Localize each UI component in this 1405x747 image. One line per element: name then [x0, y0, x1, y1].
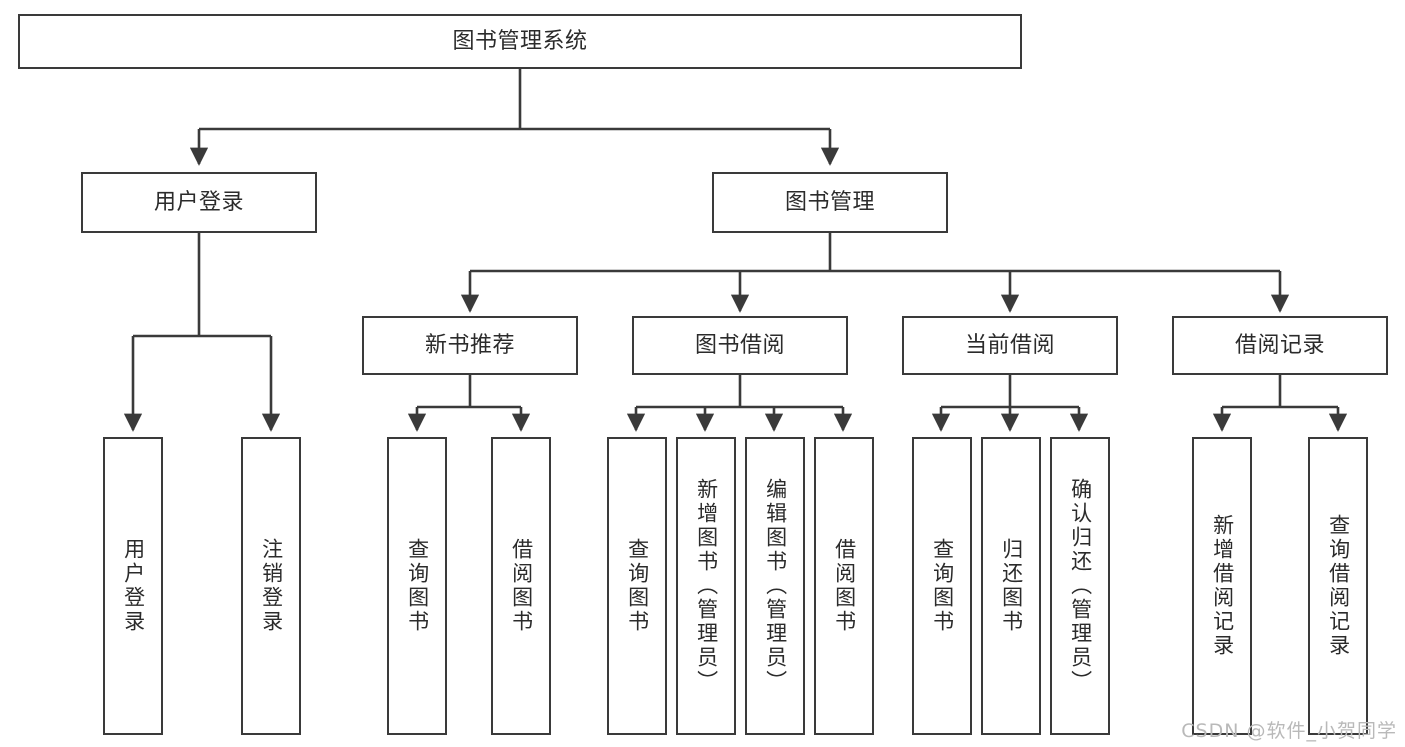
node-new-book-recommend[interactable]: 新书推荐	[362, 316, 578, 375]
node-label: 编辑图书（管理员）	[763, 478, 788, 694]
node-label: 图书借阅	[694, 332, 785, 358]
leaf-user-login[interactable]: 用户登录	[103, 437, 163, 735]
node-label: 查询图书	[405, 538, 430, 634]
node-label: 确认归还（管理员）	[1068, 478, 1093, 694]
leaf-logout[interactable]: 注销登录	[241, 437, 301, 735]
node-label: 查询借阅记录	[1326, 514, 1351, 658]
leaf-return-book[interactable]: 归还图书	[981, 437, 1041, 735]
leaf-add-borrow-record[interactable]: 新增借阅记录	[1192, 437, 1252, 735]
node-label: 图书管理系统	[452, 28, 588, 54]
leaf-edit-book-admin[interactable]: 编辑图书（管理员）	[745, 437, 805, 735]
node-label: 查询图书	[930, 538, 955, 634]
node-label: 借阅图书	[509, 538, 534, 634]
node-user-login[interactable]: 用户登录	[81, 172, 317, 233]
node-label: 归还图书	[999, 538, 1024, 634]
leaf-borrow-book-recommend[interactable]: 借阅图书	[491, 437, 551, 735]
node-book-borrow[interactable]: 图书借阅	[632, 316, 848, 375]
node-label: 图书管理	[784, 189, 875, 215]
node-label: 注销登录	[259, 538, 284, 634]
node-book-management[interactable]: 图书管理	[712, 172, 948, 233]
node-label: 查询图书	[625, 538, 650, 634]
node-root-system[interactable]: 图书管理系统	[18, 14, 1022, 69]
node-label: 用户登录	[153, 189, 244, 215]
leaf-borrow-book[interactable]: 借阅图书	[814, 437, 874, 735]
leaf-query-book-borrow[interactable]: 查询图书	[607, 437, 667, 735]
node-label: 借阅记录	[1234, 332, 1325, 358]
node-borrow-record[interactable]: 借阅记录	[1172, 316, 1388, 375]
leaf-query-book-current[interactable]: 查询图书	[912, 437, 972, 735]
node-label: 用户登录	[121, 538, 146, 634]
leaf-add-book-admin[interactable]: 新增图书（管理员）	[676, 437, 736, 735]
node-current-borrow[interactable]: 当前借阅	[902, 316, 1118, 375]
leaf-query-borrow-record[interactable]: 查询借阅记录	[1308, 437, 1368, 735]
node-label: 新增图书（管理员）	[694, 478, 719, 694]
node-label: 新书推荐	[424, 332, 515, 358]
leaf-query-book-recommend[interactable]: 查询图书	[387, 437, 447, 735]
node-label: 新增借阅记录	[1210, 514, 1235, 658]
leaf-confirm-return-admin[interactable]: 确认归还（管理员）	[1050, 437, 1110, 735]
watermark-text: CSDN @软件_小贺同学	[1181, 720, 1397, 742]
node-label: 当前借阅	[964, 332, 1055, 358]
node-label: 借阅图书	[832, 538, 857, 634]
